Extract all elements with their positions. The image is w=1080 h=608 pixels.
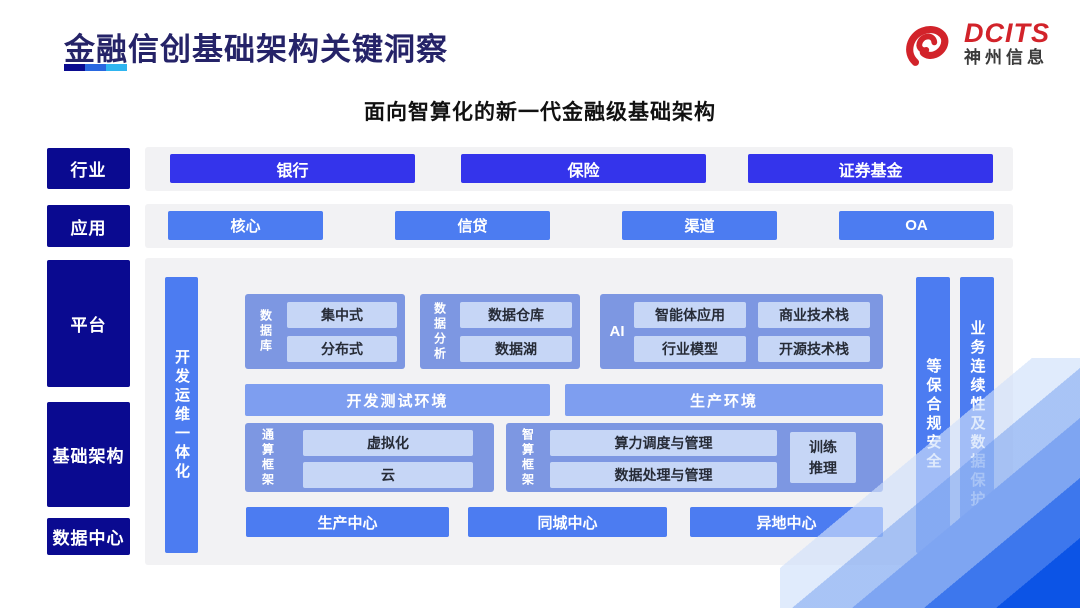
database-group-label-wrap: 数据库 [245, 294, 287, 369]
general-framework-item: 虚拟化 [303, 430, 473, 456]
underline-segment [106, 64, 127, 71]
dev-test-environment-bar: 开发测试环境 [245, 384, 550, 416]
general-framework-label: 通算框架 [260, 427, 275, 488]
application-item: 渠道 [622, 211, 777, 240]
side-label-infrastructure: 基础架构 [47, 402, 130, 507]
industry-item: 证券基金 [748, 154, 993, 183]
training-inference-box: 训练推理 [790, 432, 856, 483]
underline-segment [64, 64, 85, 71]
general-framework-group: 通算框架 虚拟化 云 [245, 423, 494, 492]
analytics-item: 数据湖 [460, 336, 572, 362]
ai-group: AI 智能体应用 商业技术栈 行业模型 开源技术栈 [600, 294, 883, 369]
dcits-swirl-icon [906, 26, 949, 66]
diagram-title: 面向智算化的新一代金融级基础架构 [364, 101, 716, 124]
side-label-industry: 行业 [47, 148, 130, 189]
center-item: 同城中心 [468, 507, 667, 537]
database-item: 集中式 [287, 302, 397, 328]
application-item: 核心 [168, 211, 323, 240]
production-environment-bar: 生产环境 [565, 384, 883, 416]
industry-item: 保险 [461, 154, 706, 183]
ai-item: 智能体应用 [634, 302, 746, 328]
security-compliance-bar: 等保合规安全 [916, 277, 950, 553]
business-continuity-label: 业务连续性及数据保护 [968, 320, 986, 510]
general-framework-item: 云 [303, 462, 473, 488]
logo-company-name: 神州信息 [964, 48, 1048, 68]
business-continuity-bar: 业务连续性及数据保护 [960, 277, 994, 553]
application-item: OA [839, 211, 994, 240]
devops-bar-label: 开发运维一体化 [173, 348, 190, 482]
underline-segment [85, 64, 106, 71]
intelligent-framework-label: 智算框架 [520, 427, 535, 488]
side-label-application: 应用 [47, 205, 130, 247]
intelligent-framework-item: 数据处理与管理 [550, 462, 777, 488]
center-item: 异地中心 [690, 507, 883, 537]
analytics-group-label: 数据分析 [432, 301, 447, 362]
database-group: 数据库 集中式 分布式 [245, 294, 405, 369]
security-compliance-label: 等保合规安全 [924, 358, 942, 472]
ai-item: 开源技术栈 [758, 336, 870, 362]
general-framework-label-wrap: 通算框架 [245, 423, 291, 492]
side-label-datacenter: 数据中心 [47, 518, 130, 555]
logo-brand: DCITS [964, 17, 1050, 48]
company-logo: DCITS 神州信息 [896, 16, 1050, 70]
devops-bar: 开发运维一体化 [165, 277, 198, 553]
database-item: 分布式 [287, 336, 397, 362]
application-item: 信贷 [395, 211, 550, 240]
intelligent-framework-label-wrap: 智算框架 [506, 423, 550, 492]
ai-item: 行业模型 [634, 336, 746, 362]
logo-text: DCITS 神州信息 [964, 19, 1050, 67]
industry-item: 银行 [170, 154, 415, 183]
analytics-group-label-wrap: 数据分析 [420, 294, 460, 369]
page-title: 金融信创基础架构关键洞察 [64, 32, 448, 67]
title-underline [64, 64, 127, 71]
intelligent-framework-item: 算力调度与管理 [550, 430, 777, 456]
center-item: 生产中心 [246, 507, 449, 537]
side-label-platform: 平台 [47, 260, 130, 387]
intelligent-framework-group: 智算框架 算力调度与管理 数据处理与管理 训练推理 [506, 423, 883, 492]
training-inference-label: 训练推理 [809, 439, 837, 476]
analytics-item: 数据仓库 [460, 302, 572, 328]
ai-item: 商业技术栈 [758, 302, 870, 328]
ai-group-label: AI [609, 323, 625, 340]
database-group-label: 数据库 [258, 309, 273, 354]
analytics-group: 数据分析 数据仓库 数据湖 [420, 294, 580, 369]
